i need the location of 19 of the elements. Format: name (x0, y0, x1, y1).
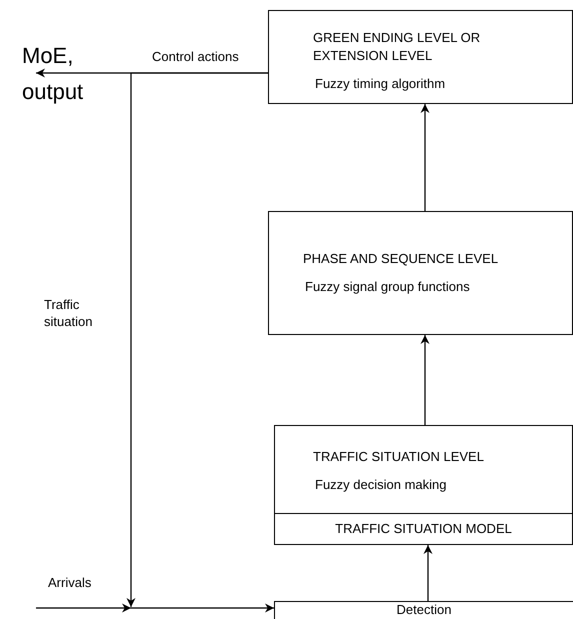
output-text: output (22, 80, 84, 104)
arrow (36, 604, 274, 612)
arrow (420, 104, 430, 211)
level-subtitle: Fuzzy signal group functions (304, 278, 471, 296)
arrow (126, 72, 268, 607)
level-box (274, 601, 573, 619)
arrow (424, 545, 432, 601)
output-text: MoE, (22, 44, 74, 68)
level-box (274, 425, 573, 545)
level-title: GREEN ENDING LEVEL OR EXTENSION LEVEL (313, 29, 482, 65)
level-subtitle: Fuzzy decision making (314, 476, 448, 494)
arrow (420, 335, 430, 425)
box-title: TRAFFIC SITUATION MODEL (335, 521, 512, 537)
level-box (268, 211, 573, 335)
box-title: Detection (396, 602, 452, 618)
level-title: TRAFFIC SITUATION LEVEL (313, 448, 485, 466)
level-box (268, 10, 573, 104)
level-title: PHASE AND SEQUENCE LEVEL (303, 250, 500, 268)
level-subtitle: Fuzzy timing algorithm (314, 75, 446, 93)
